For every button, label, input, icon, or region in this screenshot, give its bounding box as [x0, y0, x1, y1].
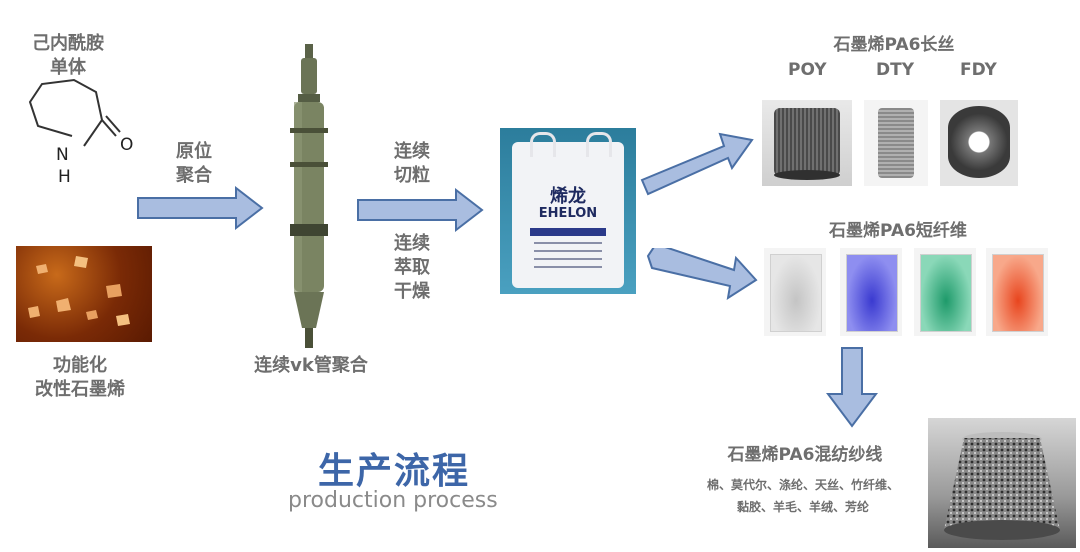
cut-label: 连续 切粒 [384, 140, 440, 188]
reactor-label: 连续vk管聚合 [244, 354, 378, 378]
filament-type-fdy: FDY [960, 60, 997, 80]
dry-line2: 萃取 [384, 256, 440, 280]
monomer-label: 己内酰胺 单体 [20, 32, 116, 80]
vk-tube-reactor [284, 44, 334, 350]
staple-blue-photo [840, 248, 902, 336]
in-situ-line2: 聚合 [166, 164, 222, 188]
staple-orange-photo [986, 248, 1048, 336]
main-title-cn: 生产流程 [318, 442, 470, 494]
in-situ-label: 原位 聚合 [166, 140, 222, 188]
dry-line3: 干燥 [384, 280, 440, 304]
graphene-label: 功能化 改性石墨烯 [20, 354, 140, 402]
filament-title: 石墨烯PA6长丝 [794, 30, 994, 55]
blend-title: 石墨烯PA6混纺纱线 [700, 440, 910, 465]
staple-title: 石墨烯PA6短纤维 [800, 216, 996, 241]
arrow-to-staple [644, 248, 760, 304]
main-title-en: production process [288, 488, 498, 513]
poy-photo [762, 100, 852, 186]
in-situ-line1: 原位 [166, 140, 222, 164]
caprolactam-structure: N H O [20, 78, 160, 188]
blend-yarn-cone-photo [928, 418, 1076, 548]
arrow-to-blend [826, 346, 878, 430]
graphene-label-line1: 功能化 [20, 354, 140, 378]
arrow-to-reactor [136, 186, 266, 230]
bag-brand-en: EHELON [500, 206, 636, 221]
dry-label: 连续 萃取 干燥 [384, 232, 440, 304]
graphene-label-line2: 改性石墨烯 [20, 378, 140, 402]
graphene-afm-image [16, 246, 152, 342]
blend-fibers-line1: 棉、莫代尔、涤纶、天丝、竹纤维、 [680, 474, 926, 496]
pellet-bag-photo: 烯龙 EHELON [500, 128, 636, 294]
cut-line1: 连续 [384, 140, 440, 164]
bag-brand-cn: 烯龙 [500, 182, 636, 208]
dry-line1: 连续 [384, 232, 440, 256]
fdy-photo [940, 100, 1018, 186]
filament-type-dty: DTY [876, 60, 914, 80]
atom-o: O [120, 135, 133, 155]
cut-line2: 切粒 [384, 164, 440, 188]
staple-gray-photo [764, 248, 826, 336]
filament-type-poy: POY [788, 60, 827, 80]
atom-h: H [58, 167, 71, 187]
blend-fibers-line2: 黏胶、羊毛、羊绒、芳纶 [680, 496, 926, 518]
monomer-label-line1: 己内酰胺 [20, 32, 116, 56]
dty-photo [864, 100, 928, 186]
arrow-to-bag [356, 188, 486, 232]
atom-n: N [56, 145, 69, 165]
blend-fibers: 棉、莫代尔、涤纶、天丝、竹纤维、 黏胶、羊毛、羊绒、芳纶 [680, 474, 926, 518]
monomer-label-line2: 单体 [20, 56, 116, 80]
arrow-to-filament [640, 128, 756, 198]
staple-green-photo [914, 248, 976, 336]
